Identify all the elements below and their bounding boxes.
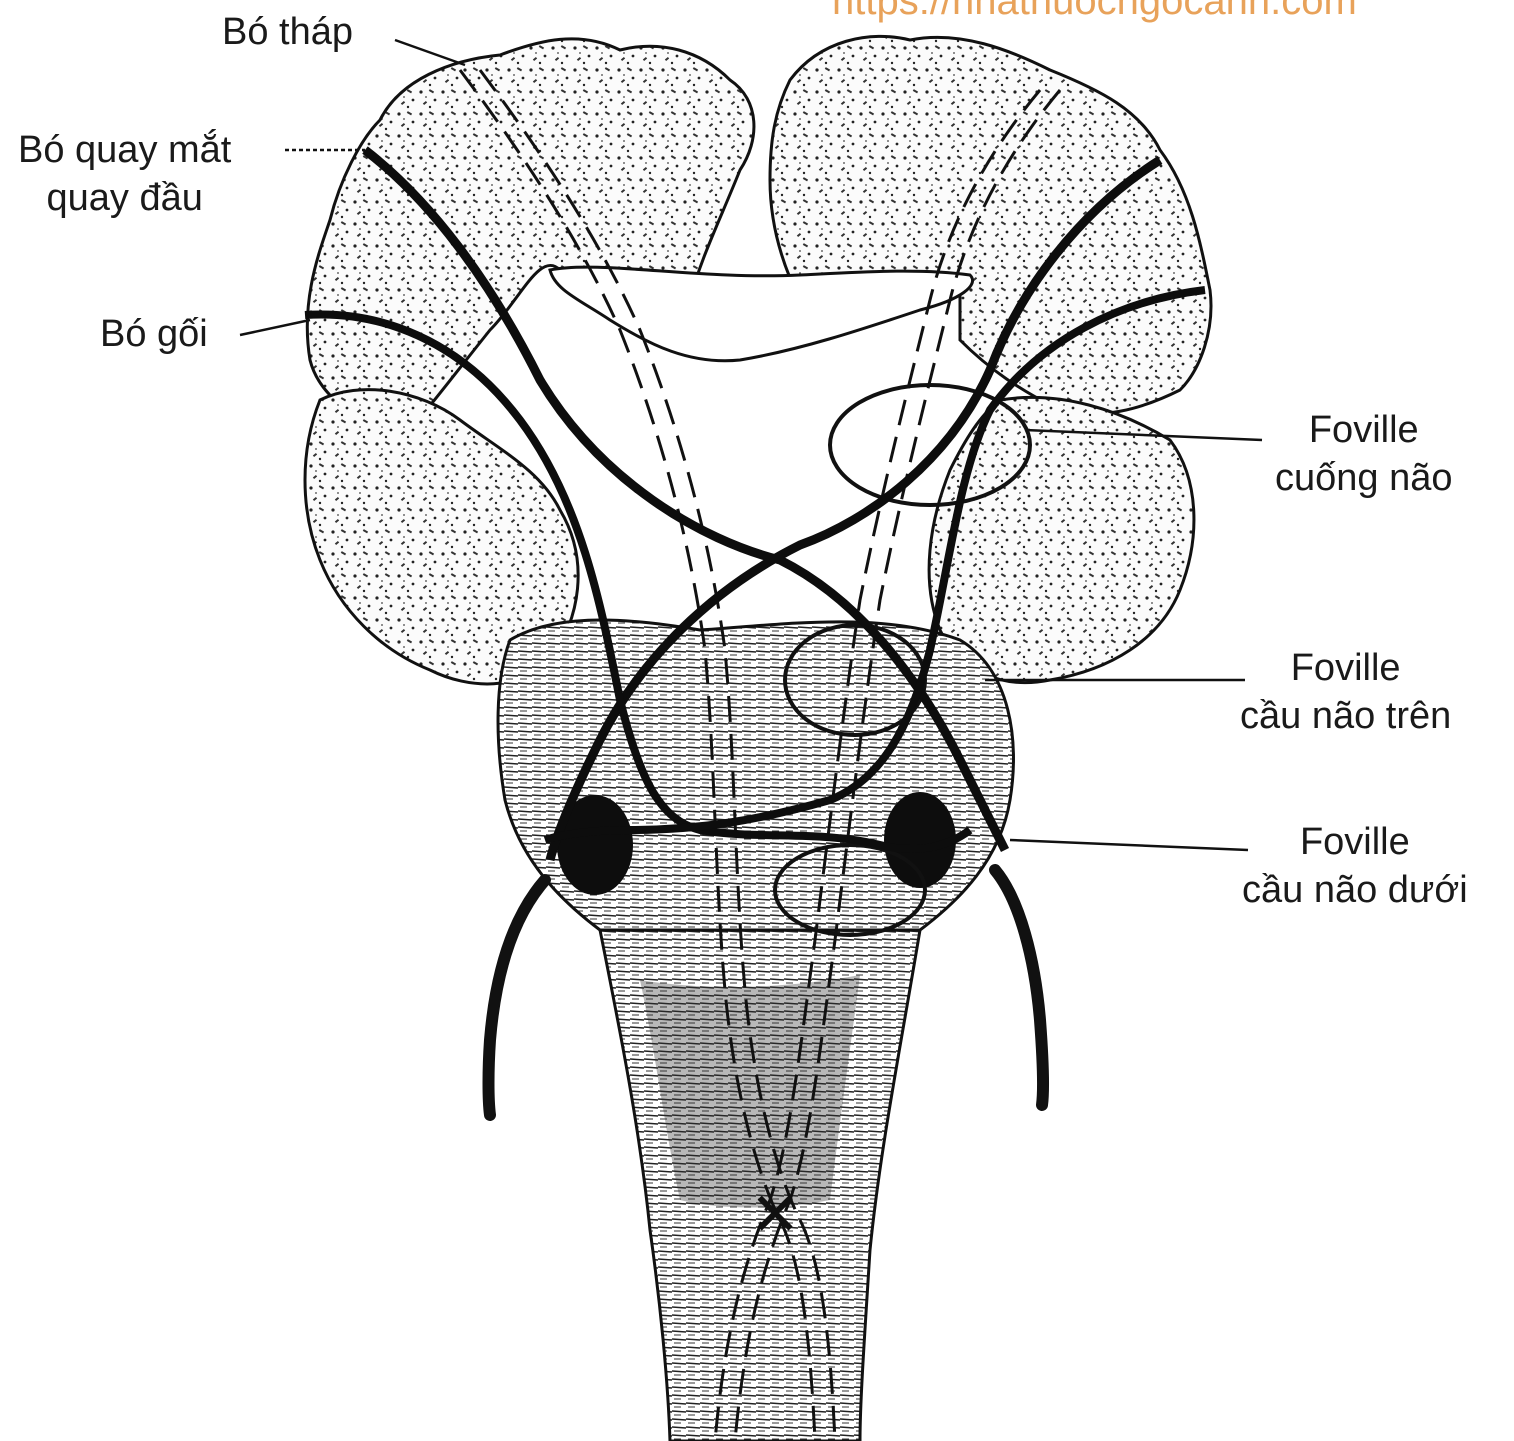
label-foville-cuong-nao: Foville cuống não [1275,406,1453,502]
label-foville-cuong-line2: cuống não [1275,454,1453,502]
left-nerve-root [489,880,546,1115]
label-foville-cau-tren-line2: cầu não trên [1240,692,1451,740]
label-bo-goi-text: Bó gối [100,310,208,358]
label-bo-thap-text: Bó tháp [222,8,353,56]
label-bo-quay-mat-line1: Bó quay mắt [18,126,231,174]
watermark-text: https://nhathuocngocanh.com [832,0,1357,23]
label-foville-cau-duoi-line2: cầu não dưới [1242,866,1468,914]
right-nerve-root [995,870,1043,1105]
label-foville-cau-duoi-line1: Foville [1242,818,1468,866]
label-foville-cuong-line1: Foville [1275,406,1453,454]
label-bo-quay-mat-line2: quay đầu [18,174,231,222]
label-bo-thap: Bó tháp [222,8,353,56]
label-bo-quay-mat: Bó quay mắt quay đầu [18,126,231,222]
label-bo-goi: Bó gối [100,310,208,358]
label-foville-cau-tren-line1: Foville [1240,644,1451,692]
label-foville-cau-nao-duoi: Foville cầu não dưới [1242,818,1468,914]
label-foville-cau-nao-tren: Foville cầu não trên [1240,644,1451,740]
decussation-mark: ✕ [750,1181,800,1248]
